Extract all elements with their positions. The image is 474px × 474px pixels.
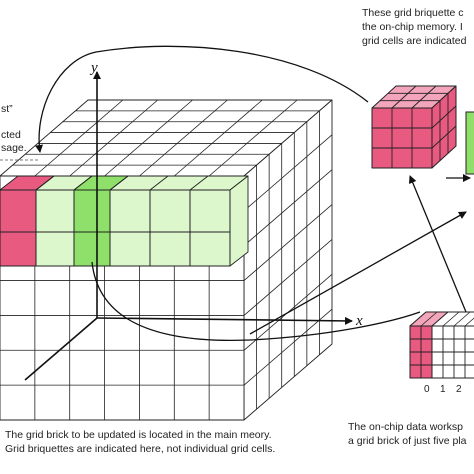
cube-top-gridline xyxy=(34,99,124,177)
brick-row-front-pink xyxy=(0,189,37,267)
caption-bottom-left-line-1: The grid brick to be updated is located … xyxy=(5,429,272,441)
workspace-top-line xyxy=(442,311,460,327)
brick-row-top-divider xyxy=(35,175,55,191)
briquette-front-face xyxy=(371,107,433,169)
cube-right-gridline xyxy=(243,239,333,316)
workspace-tick-label: 0 xyxy=(424,384,430,395)
connector-arrows xyxy=(0,45,471,342)
caption-left-line-2: cted xyxy=(1,129,21,141)
caption-bottom-left: The grid brick to be updated is located … xyxy=(5,429,275,455)
cube-top-gridline xyxy=(208,99,298,177)
cube-top-gridline xyxy=(69,99,158,177)
cube-right-gridline xyxy=(243,308,333,386)
curve-arrow-left xyxy=(35,45,369,153)
caption-top-right: These grid briquette c the on-chip memor… xyxy=(362,7,467,47)
pink-grid-briquette xyxy=(371,85,457,169)
brick-row-end-face xyxy=(229,175,249,267)
z-axis xyxy=(24,317,98,381)
cube-right-gridline xyxy=(243,204,333,281)
x-axis xyxy=(96,316,353,325)
caption-left-line-3: sage. xyxy=(1,142,27,154)
caption-bottom-right-line-1: The on-chip data worksp xyxy=(348,421,463,433)
cube-right-gridline xyxy=(243,134,333,212)
workspace-top-line xyxy=(464,317,474,327)
y-axis-label: y xyxy=(89,60,98,76)
brick-row-active-column xyxy=(73,189,111,267)
cube-top-gridline xyxy=(174,99,263,177)
cube-right-gridline xyxy=(243,169,333,247)
brick-row-top-divider xyxy=(189,175,209,191)
brick-row-top-divider xyxy=(73,175,93,191)
arrow-to-green-briquette xyxy=(249,211,467,335)
caption-left-fragments: st” cted sage. xyxy=(1,103,27,154)
workspace-top-line xyxy=(431,311,449,327)
caption-bottom-right: The on-chip data worksp a grid brick of … xyxy=(348,421,467,447)
caption-top-right-line-3: grid cells are indicated xyxy=(362,35,467,47)
brick-row-top-divider xyxy=(109,175,129,191)
cube-top-gridline xyxy=(139,99,228,177)
x-axis-label: x xyxy=(355,313,363,329)
caption-bottom-left-line-2: Grid briquettes are indicated here, not … xyxy=(5,443,275,455)
brick-row-top-green xyxy=(35,175,249,191)
briquette-gridline xyxy=(431,105,457,129)
green-grid-briquette-partial xyxy=(465,111,474,175)
briquette-gridline xyxy=(391,85,417,109)
workspace-tick-label: 2 xyxy=(456,384,462,395)
workspace-top-line xyxy=(420,311,438,327)
briquette-gridline xyxy=(411,85,437,109)
caption-top-right-line-1: These grid briquette c xyxy=(362,7,464,19)
caption-top-right-line-2: the on-chip memory. I xyxy=(362,21,463,33)
briquette-gridline xyxy=(431,125,457,149)
brick-row-front-green xyxy=(35,189,231,267)
caption-left-line-1: st” xyxy=(1,103,13,115)
caption-bottom-right-line-2: a grid brick of just five pla xyxy=(348,435,467,447)
arrow-to-pink-briquette xyxy=(408,175,467,313)
workspace-top-line xyxy=(453,311,471,327)
grid-brick-row xyxy=(0,175,249,267)
workspace-tick-label: 1 xyxy=(440,384,446,395)
axes: y x xyxy=(24,60,363,381)
curve-arrow-bottom xyxy=(91,261,421,342)
brick-row-top-divider xyxy=(149,175,169,191)
cube-top-gridline xyxy=(104,99,193,177)
